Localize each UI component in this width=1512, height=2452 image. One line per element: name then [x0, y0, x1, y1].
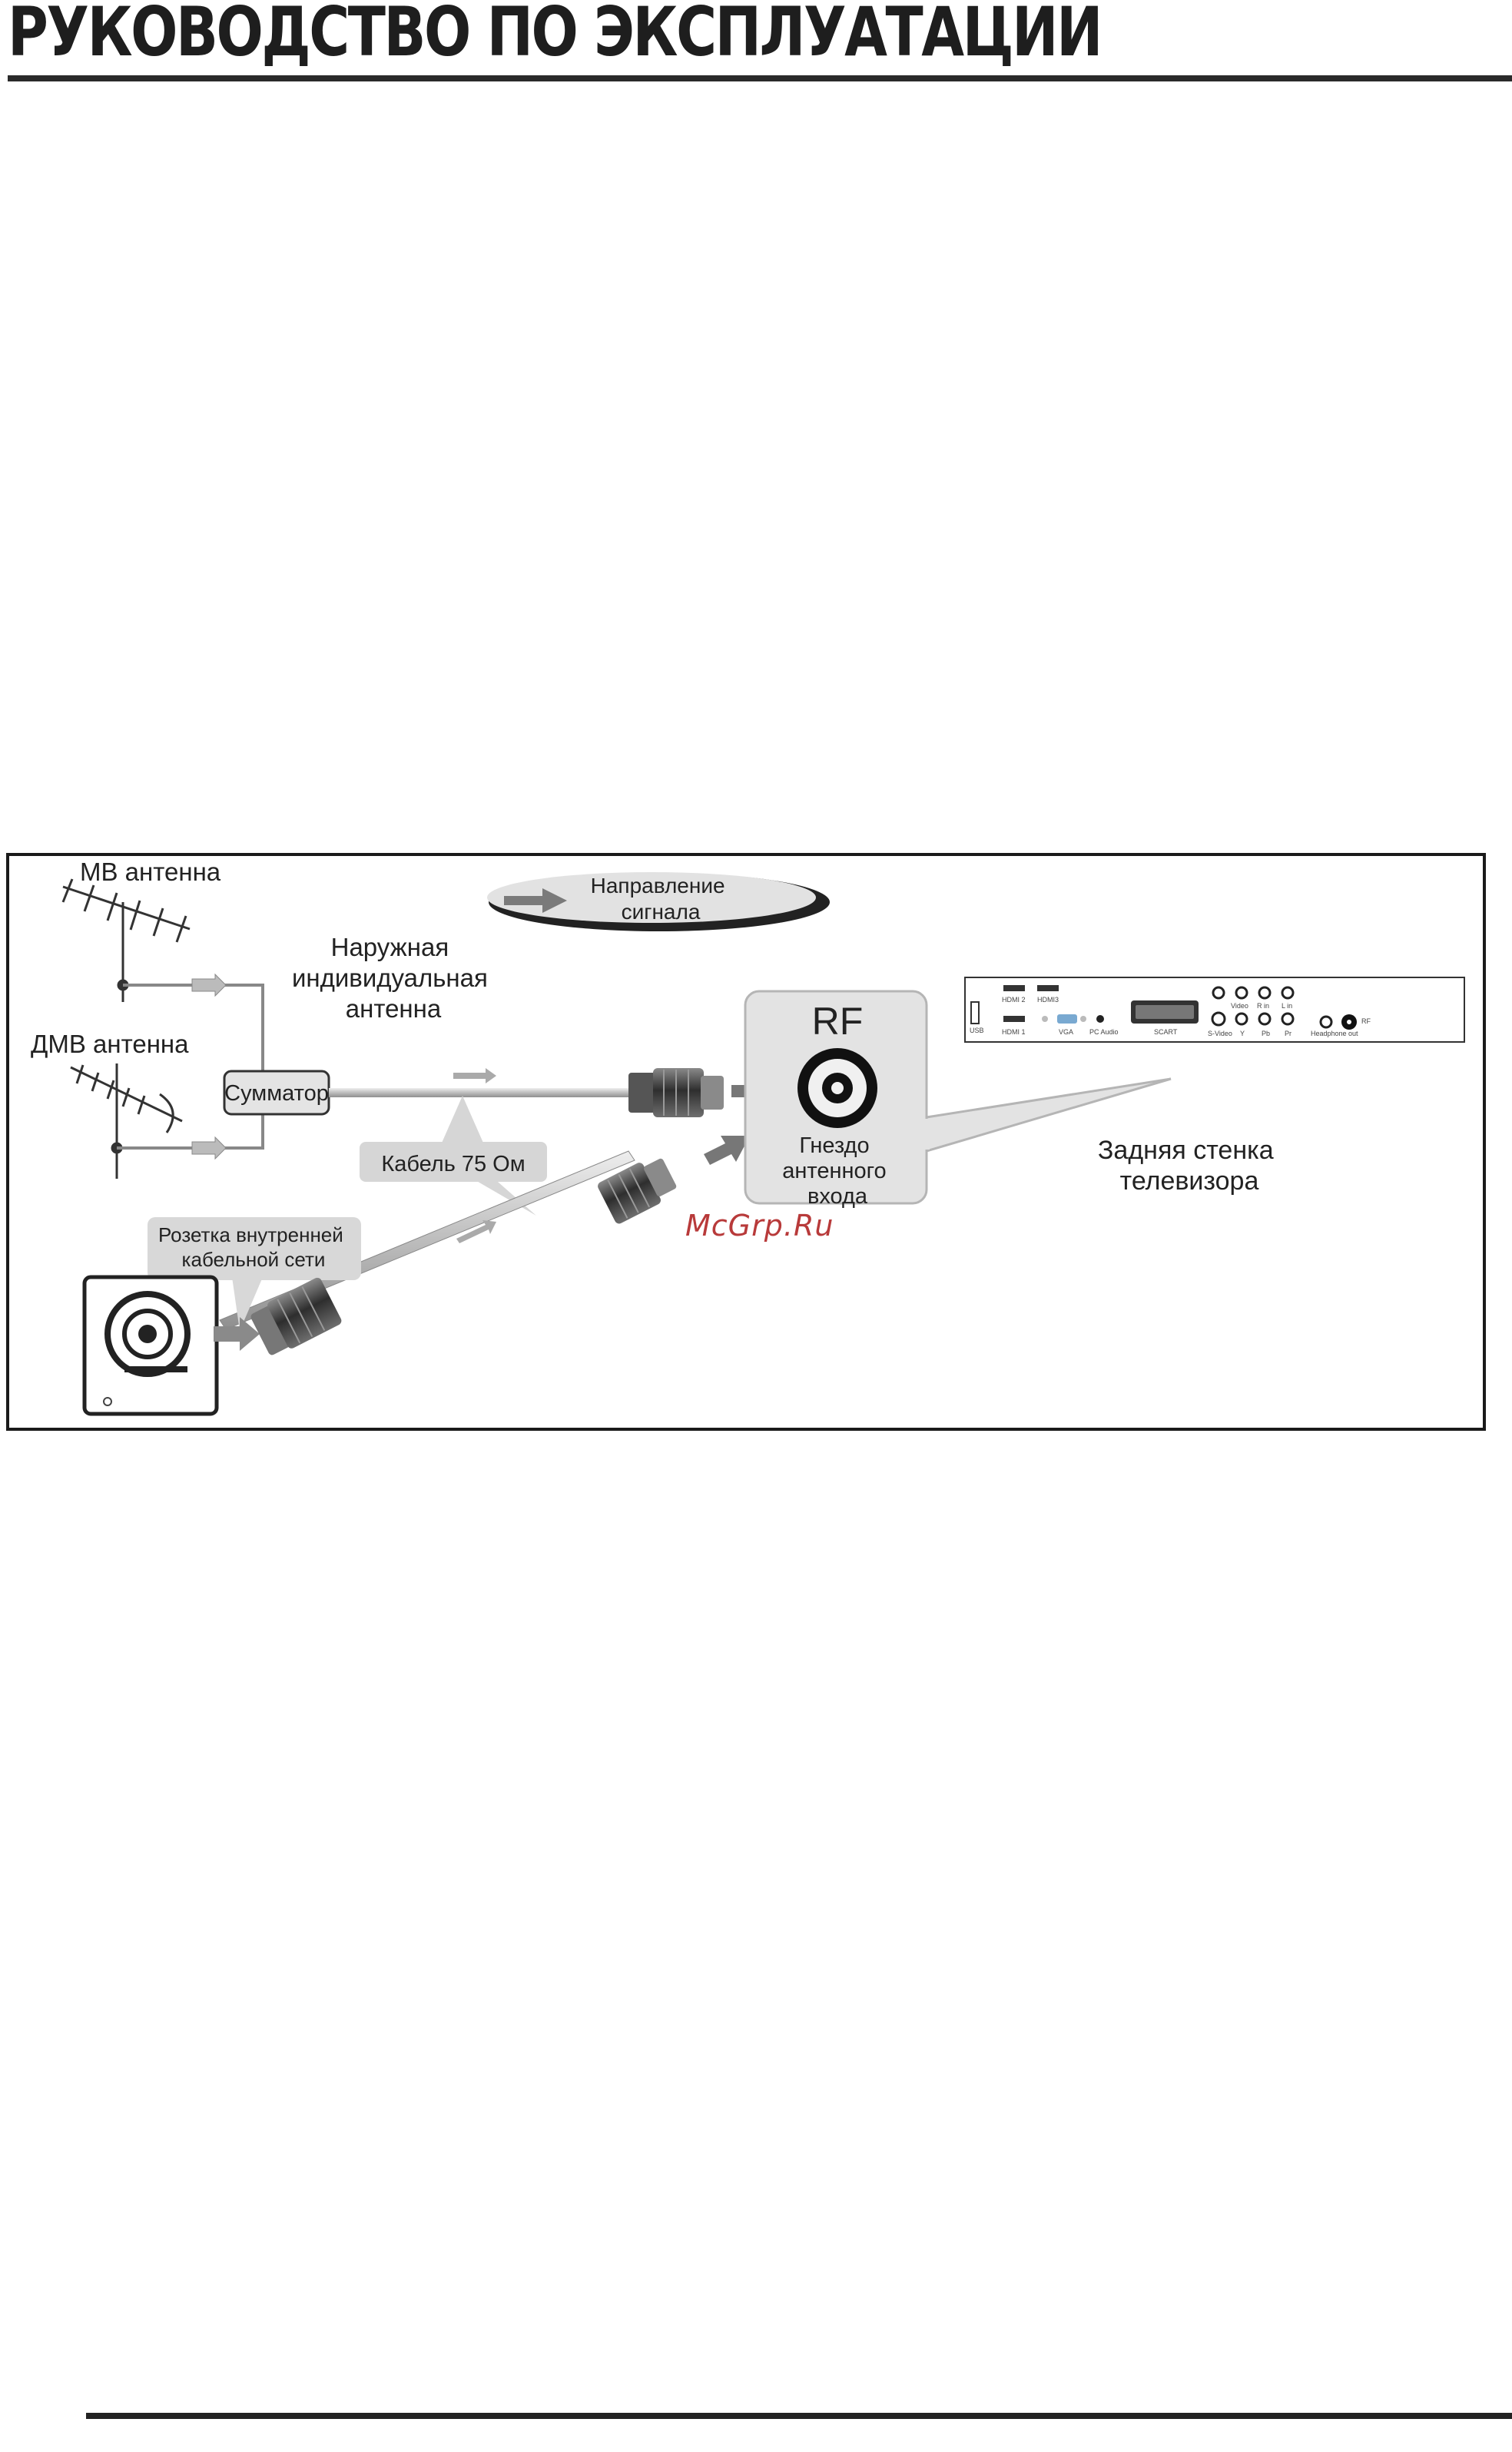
jack-icon-2 [1235, 986, 1248, 1000]
mv-antenna-label: МВ антенна [80, 858, 221, 886]
y-port-icon [1235, 1012, 1248, 1026]
signal-direction-label: Направление сигнала [591, 874, 731, 924]
pb-port-icon [1258, 1012, 1272, 1026]
hdmi2-port-label: HDMI 2 [1002, 996, 1026, 1004]
lower-plug-arrow [704, 1136, 750, 1165]
cable-label: Кабель 75 Ом [381, 1152, 525, 1176]
y-port-label: Y [1240, 1030, 1245, 1037]
cable-socket-label: Розетка внутренней кабельной сети [158, 1223, 349, 1271]
pc-audio-port-label: PC Audio [1089, 1028, 1119, 1036]
antenna-connection-diagram: МВ антенна ДМВ антенна Сумматор [6, 853, 1486, 1431]
cable-socket-callout: Розетка внутренней кабельной сети [148, 1217, 361, 1331]
socket-plug-icon [250, 1277, 342, 1355]
headphone-port-icon [1319, 1015, 1333, 1029]
watermark: McGrp.Ru [685, 1209, 834, 1243]
hdmi1-port-label: HDMI 1 [1002, 1028, 1026, 1036]
header-rule [8, 75, 1512, 81]
tv-back-panel-label: Задняя стенка телевизора [1098, 1136, 1281, 1196]
rf-socket-label: Гнездо антенного входа [782, 1133, 893, 1209]
pr-port-label: Pr [1285, 1030, 1292, 1037]
diagram-canvas: МВ антенна ДМВ антенна Сумматор [31, 858, 1465, 1416]
footer-rule [86, 2413, 1512, 2419]
pc-audio-port-icon [1096, 1015, 1104, 1023]
pr-port-icon [1281, 1012, 1295, 1026]
led-icon [1042, 1016, 1048, 1022]
upper-plug-icon [628, 1068, 724, 1117]
jack-icon-3 [1258, 986, 1272, 1000]
s-video-port-label: S-Video [1208, 1030, 1232, 1037]
led-icon-2 [1080, 1016, 1086, 1022]
dmv-antenna-icon [70, 1063, 183, 1179]
l-in-port-label: L in [1282, 1002, 1292, 1010]
outdoor-antenna-label: Наружная индивидуальная антенна [292, 933, 495, 1023]
rf-label: RF [812, 1000, 864, 1043]
rf-connector-icon [797, 1048, 877, 1128]
hdmi1-port-icon [1003, 1016, 1025, 1022]
socket-arrow [214, 1317, 260, 1351]
rf-socket-box: RF Гнездо антенного входа [744, 990, 1172, 1209]
vga-port-icon [1057, 1014, 1077, 1024]
wall-socket-icon [82, 1275, 219, 1416]
feed-arrows [191, 973, 227, 1160]
lower-plug-icon [598, 1158, 677, 1224]
combiner-label: Сумматор [224, 1081, 329, 1106]
page-title: РУКОВОДСТВО ПО ЭКСПЛУАТАЦИИ [8, 0, 1103, 71]
jack-icon-4 [1281, 986, 1295, 1000]
upper-cable [329, 1088, 636, 1097]
video-port-label: Video [1231, 1002, 1248, 1010]
upper-cable-arrow [453, 1068, 496, 1083]
headphone-port-label: Headphone out [1311, 1030, 1358, 1037]
pb-port-label: Pb [1262, 1030, 1270, 1037]
scart-port-label: SCART [1154, 1028, 1178, 1036]
signal-direction-legend: Направление сигнала [487, 872, 830, 931]
dmv-antenna-label: ДМВ антенна [31, 1030, 189, 1058]
lower-cable-arrow [456, 1220, 496, 1243]
antenna-feed-lines [117, 984, 264, 1150]
s-video-port-icon [1211, 1011, 1226, 1027]
hdmi2-port-icon [1003, 985, 1025, 991]
usb-port-label: USB [970, 1027, 984, 1034]
tv-back-panel: USB HDMI 2 HDMI3 HDMI 1 VGA PC Audio SCA… [964, 977, 1465, 1043]
rf-panel-port-label: RF [1361, 1017, 1371, 1025]
usb-port-icon [970, 1001, 980, 1024]
r-in-port-label: R in [1257, 1002, 1269, 1010]
vga-port-label: VGA [1059, 1028, 1073, 1036]
cable-callout: Кабель 75 Ом [360, 1096, 547, 1216]
hdmi3-port-label: HDMI3 [1037, 996, 1059, 1004]
hdmi3-port-icon [1037, 985, 1059, 991]
jack-icon-1 [1212, 986, 1225, 1000]
page-header: РУКОВОДСТВО ПО ЭКСПЛУАТАЦИИ [8, 0, 1512, 85]
